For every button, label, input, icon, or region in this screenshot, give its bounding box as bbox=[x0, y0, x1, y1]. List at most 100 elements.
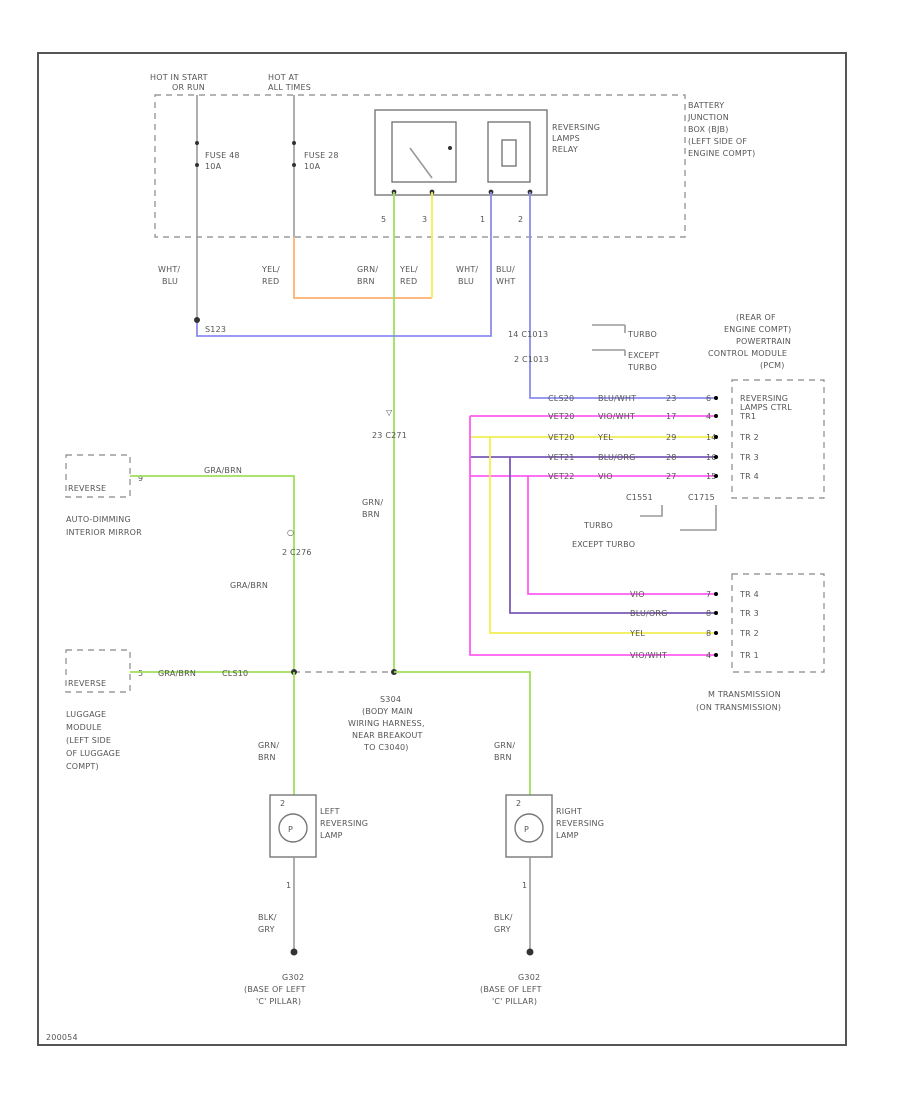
left-lamp-wire-bot-2: GRY bbox=[258, 925, 275, 934]
right-ground-1: G302 bbox=[518, 973, 540, 982]
pcm-pin-dot-3 bbox=[714, 455, 718, 459]
mirror-box bbox=[65, 454, 131, 498]
hot-at-all-times-label-2: ALL TIMES bbox=[268, 83, 311, 92]
luggage-label-1: LUGGAGE bbox=[66, 710, 106, 719]
left-lamp-label-2: REVERSING bbox=[320, 819, 368, 828]
pcm-name-2: TR 2 bbox=[739, 433, 759, 442]
s304-label-4: NEAR BREAKOUT bbox=[352, 731, 423, 740]
bjb-label-4: (LEFT SIDE OF bbox=[688, 137, 747, 146]
right-lamp-pin-bot: 1 bbox=[522, 881, 527, 890]
left-lamp-label-1: LEFT bbox=[320, 807, 340, 816]
relay-switch-arm bbox=[409, 147, 433, 179]
diagram-frame bbox=[37, 52, 847, 1046]
relay-pin-5-label: 5 bbox=[381, 215, 386, 224]
pcm-name-3: TR 3 bbox=[739, 453, 759, 462]
transmission-wires bbox=[469, 416, 716, 656]
pcm-circuit-4: VET22 bbox=[548, 472, 575, 481]
footer-code: 200054 bbox=[46, 1033, 78, 1042]
pcm-pin-0: 23 bbox=[666, 394, 677, 403]
pcm-turbo-label: TURBO bbox=[583, 521, 613, 530]
s304-label-1: S304 bbox=[380, 695, 401, 704]
splice-s123 bbox=[194, 317, 200, 323]
tr-wire-1 bbox=[489, 437, 716, 634]
tr-color-2: YEL bbox=[629, 629, 645, 638]
c271-symbol: ▽ bbox=[386, 408, 393, 417]
bjb-label-2: JUNCTION bbox=[687, 113, 729, 122]
relay-label-3: RELAY bbox=[552, 145, 578, 154]
left-lamp-bulb-mark: P bbox=[288, 825, 293, 834]
wire-blue-s123 bbox=[196, 192, 492, 337]
wire-label-w5b: BLU bbox=[458, 277, 474, 286]
right-ground-2: (BASE OF LEFT bbox=[480, 985, 542, 994]
luggage-label-5: COMPT) bbox=[66, 762, 99, 771]
tr-pin-2: 8 bbox=[706, 629, 711, 638]
pcm-label-1: (REAR OF bbox=[736, 313, 776, 322]
mirror-name: REVERSE bbox=[68, 484, 106, 493]
wire-label-w6a: BLU/ bbox=[496, 265, 515, 274]
left-ground-1: G302 bbox=[282, 973, 304, 982]
luggage-name: REVERSE bbox=[68, 679, 106, 688]
right-lamp-wire-bot-2: GRY bbox=[494, 925, 511, 934]
battery-junction-box bbox=[154, 94, 686, 238]
wire-label-w4b: RED bbox=[400, 277, 417, 286]
left-lamp-bulb bbox=[278, 813, 308, 843]
pcm-c-1: 4 bbox=[706, 412, 711, 421]
right-lamp-pin-top: 2 bbox=[516, 799, 521, 808]
bjb-label-3: BOX (BJB) bbox=[688, 125, 729, 134]
mirror-label-2: INTERIOR MIRROR bbox=[66, 528, 142, 537]
left-ground-point bbox=[290, 948, 298, 956]
c1013-2-label: 2 C1013 bbox=[514, 355, 549, 364]
s304-label-5: TO C3040) bbox=[363, 743, 409, 752]
right-lamp-wire-1: GRN/ bbox=[494, 741, 515, 750]
grn-brn-mid-2: BRN bbox=[362, 510, 380, 519]
fuse48-node-top bbox=[195, 141, 199, 145]
s304-label-3: WIRING HARNESS, bbox=[348, 719, 425, 728]
c276-label: 2 C276 bbox=[282, 548, 312, 557]
hot-at-all-times-label: HOT AT bbox=[268, 73, 299, 82]
c1013-except-label: EXCEPT bbox=[628, 351, 660, 360]
mirror-pin: 9 bbox=[138, 474, 143, 483]
pcm-pin-4: 27 bbox=[666, 472, 677, 481]
relay-switch-box bbox=[391, 121, 457, 183]
c1013-turbo-label: TURBO bbox=[627, 330, 657, 339]
pcm-c-2: 14 bbox=[706, 433, 717, 442]
pcm-pin-1: 17 bbox=[666, 412, 677, 421]
pcm-color-2: YEL bbox=[597, 433, 613, 442]
wire-orange bbox=[293, 237, 432, 299]
pcm-circuit-3: VET21 bbox=[548, 453, 575, 462]
pcm-color-3: BLU/ORG bbox=[598, 453, 636, 462]
pcm-label-4: CONTROL MODULE bbox=[708, 349, 787, 358]
pcm-pin-dot-0 bbox=[714, 396, 718, 400]
pcm-c-0: 6 bbox=[706, 394, 711, 403]
grn-brn-mid-1: GRN/ bbox=[362, 498, 383, 507]
tr-pin-0: 7 bbox=[706, 590, 711, 599]
right-lamp-bulb bbox=[514, 813, 544, 843]
pcm-except-label: EXCEPT TURBO bbox=[572, 540, 635, 549]
transmission-label-1: M TRANSMISSION bbox=[708, 690, 781, 699]
tr-color-0: VIO bbox=[630, 590, 645, 599]
pcm-circuit-0: CLS20 bbox=[548, 394, 574, 403]
transmission-box bbox=[731, 573, 825, 673]
fuse48-rating: 10A bbox=[205, 162, 222, 171]
wire-mirror bbox=[130, 475, 295, 672]
pcm-c1551: C1551 bbox=[626, 493, 653, 502]
pcm-color-4: VIO bbox=[598, 472, 613, 481]
left-lamp-box bbox=[269, 794, 317, 858]
tr-color-3: VIO/WHT bbox=[630, 651, 667, 660]
relay-pin-1-label: 1 bbox=[480, 215, 485, 224]
pcm-pin-dot-4 bbox=[714, 474, 718, 478]
pcm-color-0: BLU/WHT bbox=[598, 394, 636, 403]
hot-in-start-label-2: OR RUN bbox=[172, 83, 205, 92]
tr-pin-dot-2 bbox=[714, 631, 718, 635]
luggage-wire1: GRA/BRN bbox=[158, 669, 196, 678]
pcm-pin-dot-2 bbox=[714, 435, 718, 439]
luggage-pin: 5 bbox=[138, 669, 143, 678]
relay-label-1: REVERSING bbox=[552, 123, 600, 132]
pcm-name-1: TR1 bbox=[739, 412, 756, 421]
left-lamp-pin-top: 2 bbox=[280, 799, 285, 808]
luggage-box bbox=[65, 649, 131, 693]
tr-name-3: TR 1 bbox=[739, 651, 759, 660]
relay-switch-contact bbox=[448, 146, 452, 150]
